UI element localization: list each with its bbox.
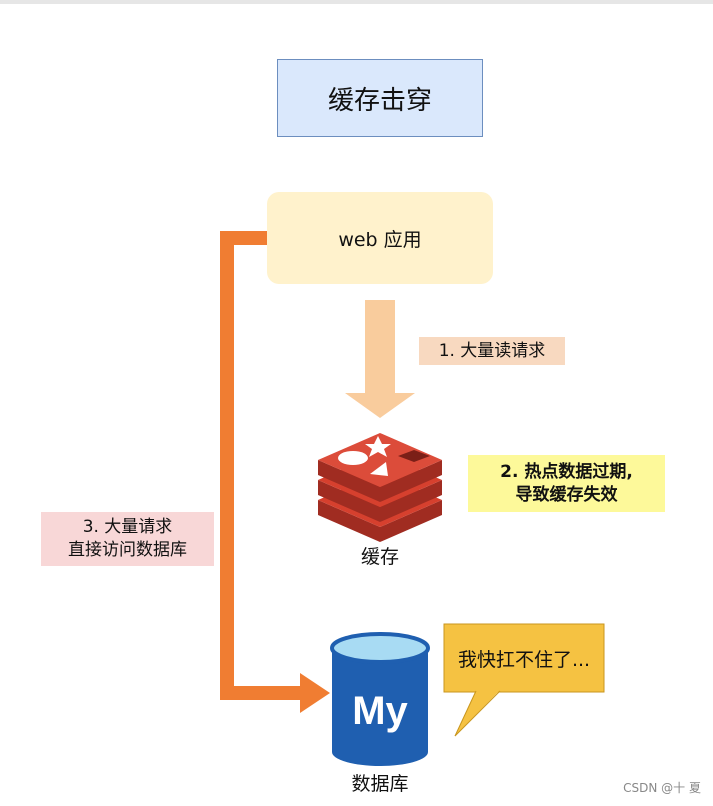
step3-label: 3. 大量请求 直接访问数据库	[41, 512, 214, 566]
diagram-title: 缓存击穿	[277, 59, 483, 137]
cache-label: 缓存	[360, 546, 399, 569]
top-border	[0, 0, 713, 4]
redis-icon	[318, 433, 442, 542]
step3-line2: 直接访问数据库	[68, 540, 187, 560]
speech-bubble-icon	[443, 623, 605, 737]
step3-line1: 3. 大量请求	[82, 517, 173, 538]
mysql-database-icon: My	[330, 632, 430, 766]
database-label: 数据库	[351, 773, 409, 796]
db-logo-text: My	[352, 689, 408, 733]
orange-arrow-icon	[220, 231, 330, 713]
bubble-text: 我快扛不住了...	[457, 648, 591, 671]
watermark: CSDN @十 夏	[623, 781, 701, 795]
step1-label: 1. 大量读请求	[419, 337, 565, 365]
web-app-node: web 应用	[267, 192, 493, 284]
down-arrow-icon	[345, 300, 415, 418]
step2-label: 2. 热点数据过期, 导致缓存失效	[468, 455, 665, 512]
step2-line1: 2. 热点数据过期,	[500, 461, 633, 482]
step2-line2: 导致缓存失效	[515, 484, 618, 505]
